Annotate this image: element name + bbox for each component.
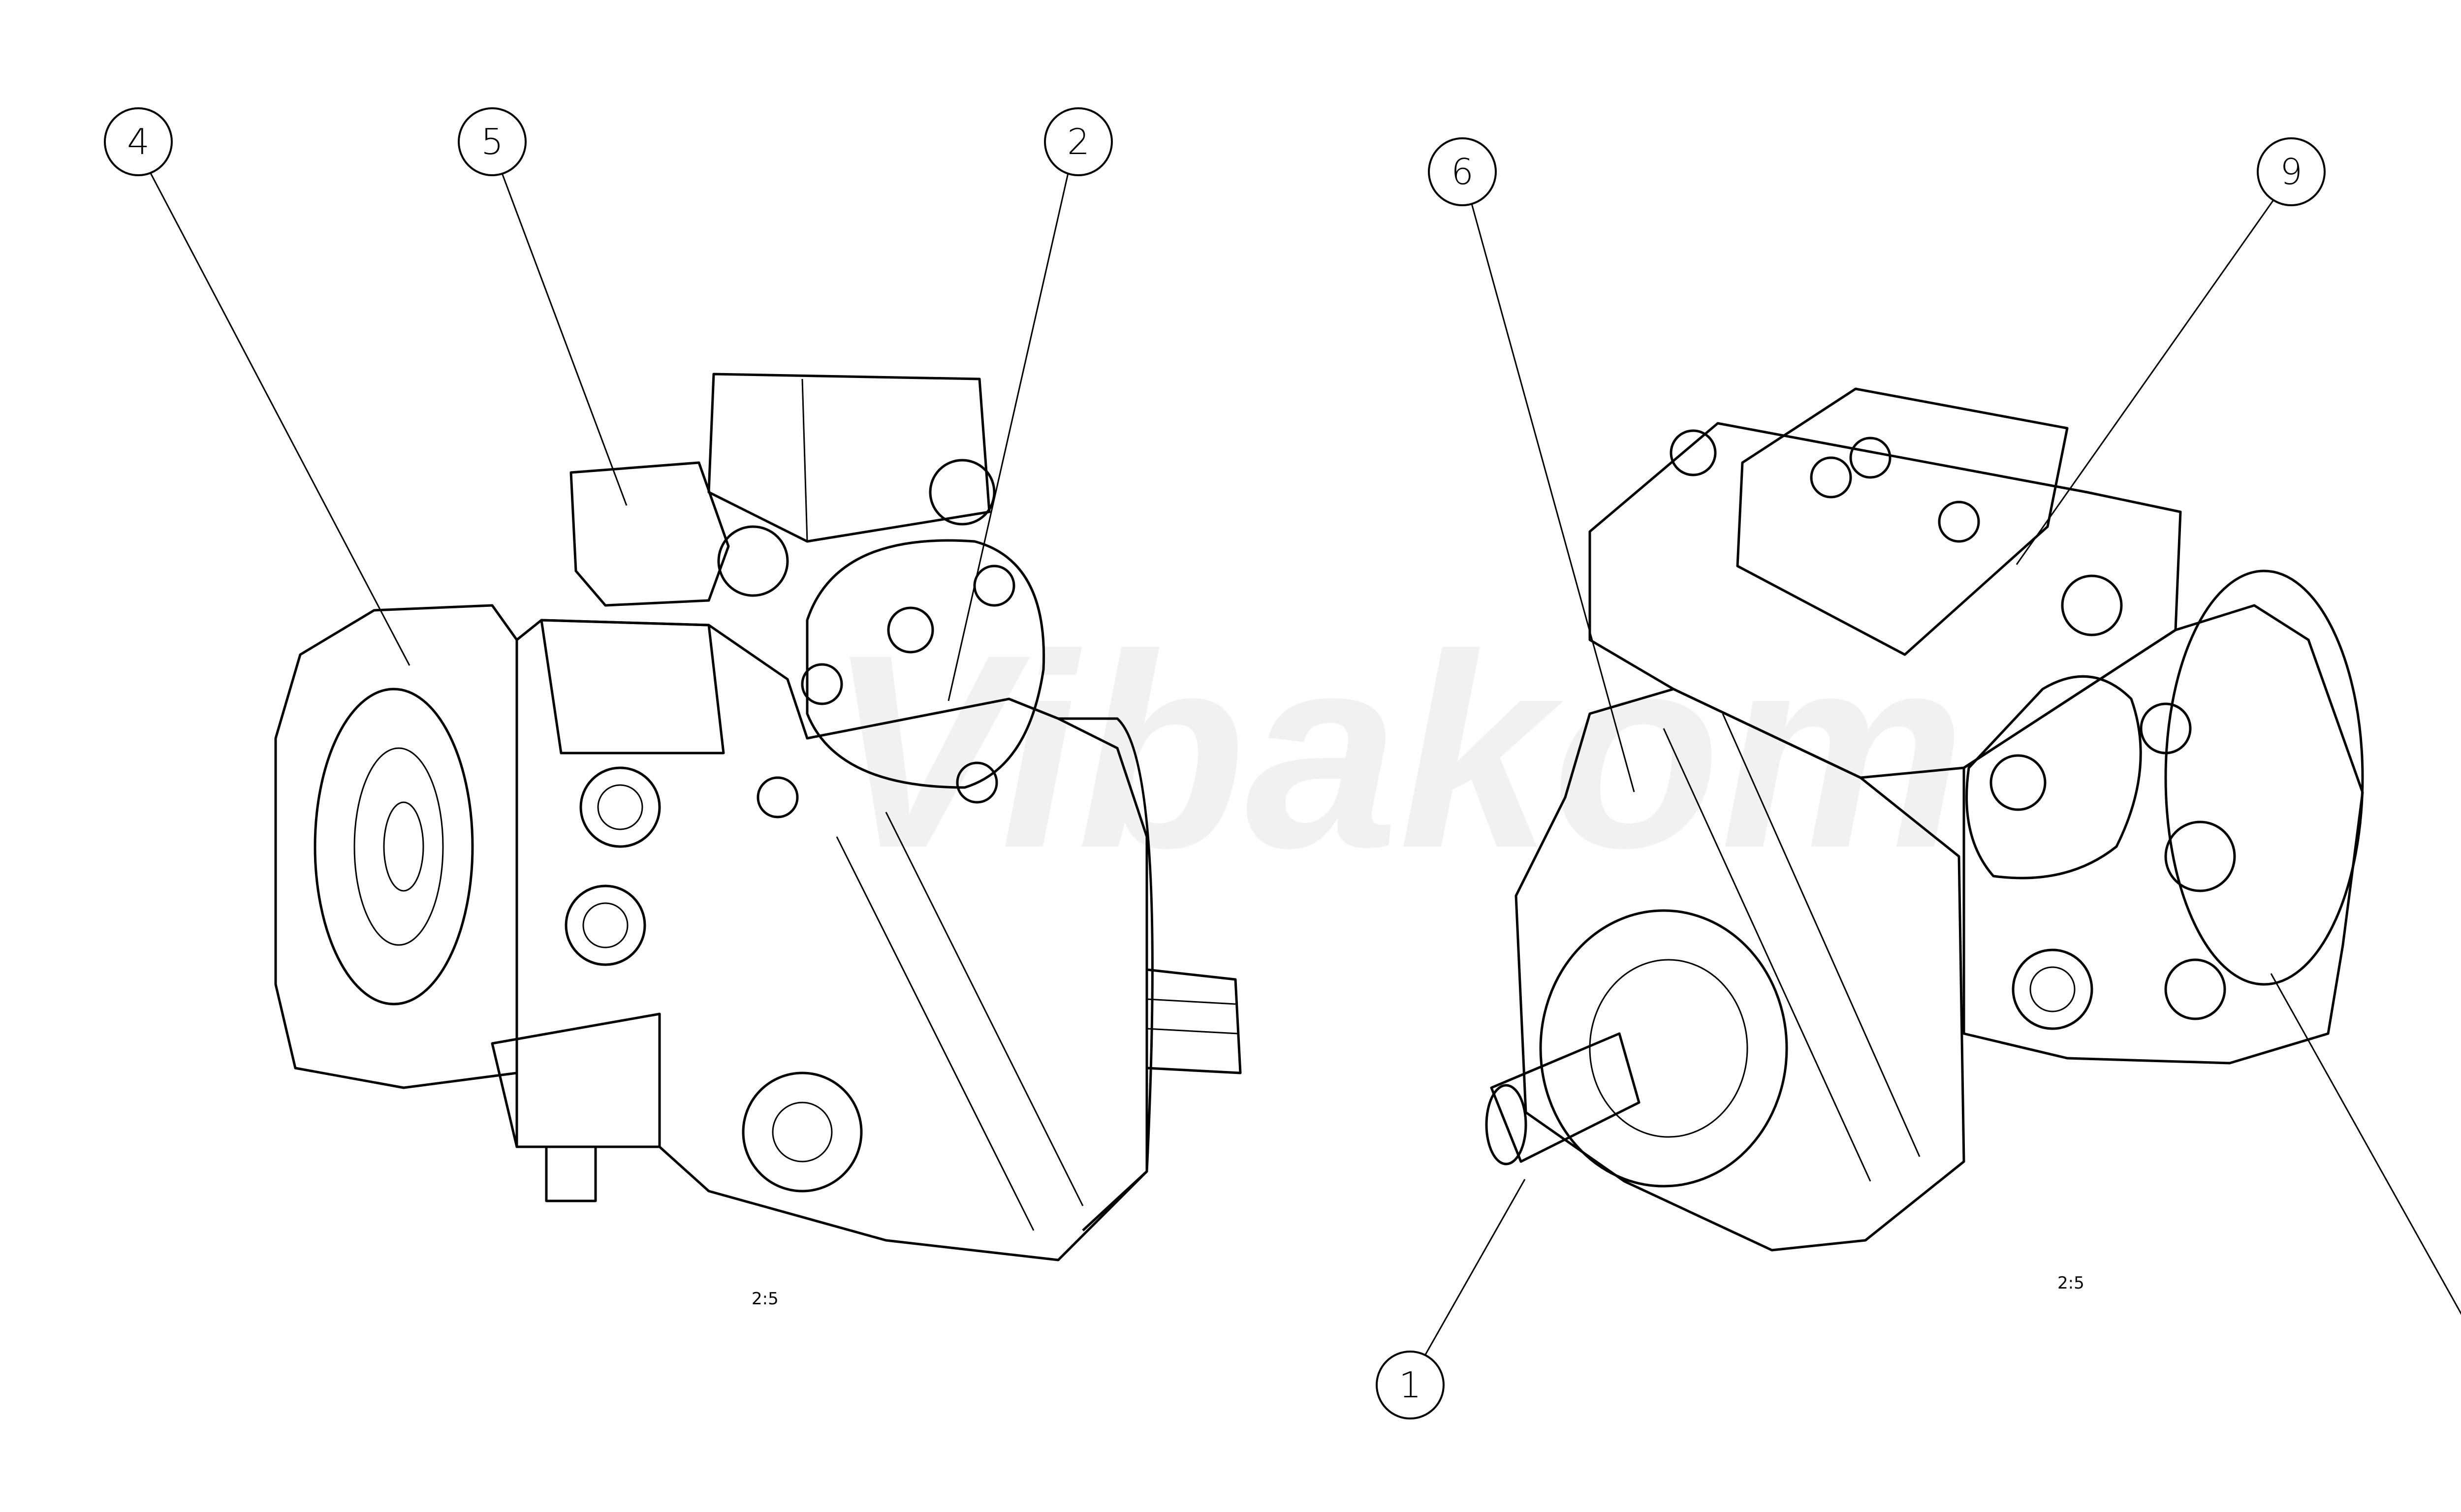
svg-text:9: 9 — [2280, 151, 2303, 192]
top-bracket — [540, 619, 725, 755]
callout-2: 2 — [1044, 107, 1113, 176]
rear-housing — [1962, 604, 2364, 1065]
solenoid-connector — [929, 459, 996, 526]
rear-flange — [2164, 569, 2364, 986]
mounting-flange — [274, 604, 518, 1089]
svg-text:6: 6 — [1451, 151, 1474, 192]
valve-block — [1736, 387, 2069, 656]
callout-9: 9 — [2257, 137, 2326, 206]
leader-lines — [149, 172, 2461, 1356]
bottom-bracket — [491, 1012, 661, 1148]
cover-plate — [806, 539, 1045, 789]
rear-cover — [1058, 717, 1154, 1231]
svg-text:2: 2 — [1067, 121, 1090, 162]
scale-label-left: 2:5 — [752, 1289, 779, 1309]
scale-label-right: 2:5 — [2057, 1273, 2084, 1293]
flange-bore — [314, 688, 474, 1006]
callout-1: 1 — [1376, 1351, 1445, 1419]
front-flange — [1539, 909, 1788, 1188]
drive-shaft-spline — [1490, 1032, 1641, 1163]
right-pump-view — [1485, 387, 2364, 1252]
drive-shaft — [1146, 968, 1242, 1074]
svg-text:5: 5 — [481, 121, 504, 162]
callout-6: 6 — [1428, 137, 1497, 206]
callout-5: 5 — [458, 107, 527, 176]
callout-4: 4 — [104, 107, 173, 176]
svg-text:4: 4 — [127, 121, 150, 162]
pump-housing — [515, 619, 1148, 1261]
control-valve-block — [707, 373, 991, 543]
watermark: Vibakom — [827, 597, 1965, 905]
svg-text:1: 1 — [1399, 1364, 1421, 1406]
